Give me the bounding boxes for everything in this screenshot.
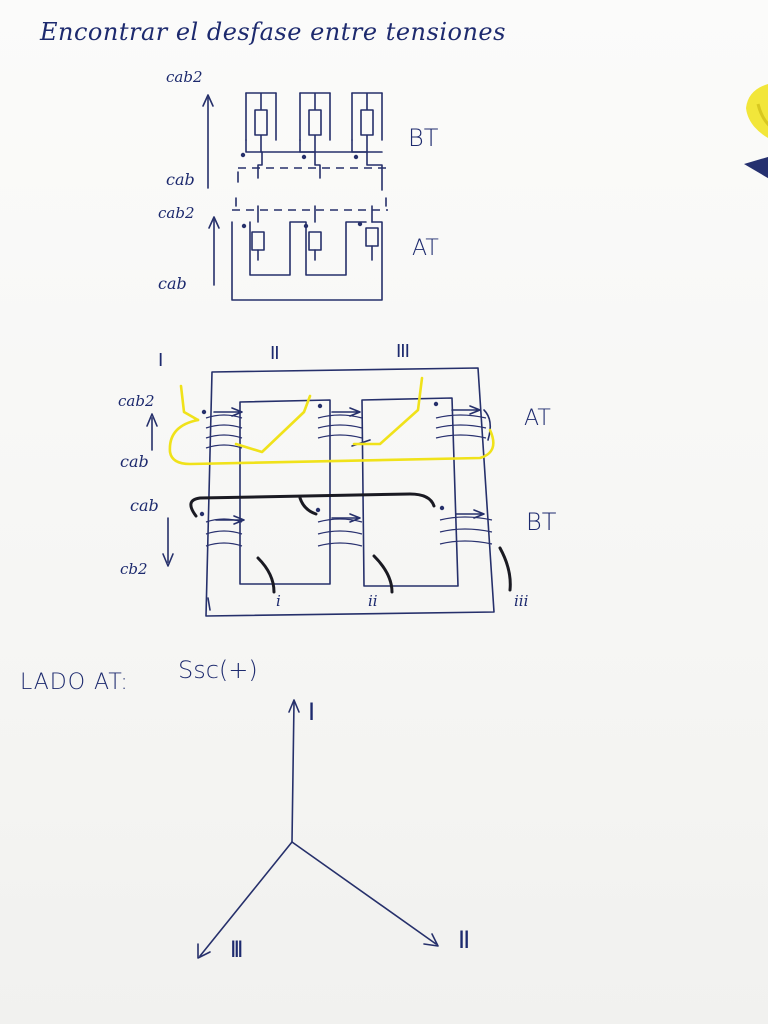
label-cb2-bt-core: cb2 xyxy=(120,560,148,578)
label-sequence: Ssc(+) xyxy=(178,656,258,684)
phasor-II xyxy=(291,841,437,945)
lead-iii xyxy=(498,546,512,592)
phasor-I xyxy=(291,701,295,843)
lead-ii xyxy=(372,554,394,594)
label-cab-at: cab xyxy=(158,274,187,293)
yellow-marker-icon xyxy=(744,84,768,179)
label-axis-II: II xyxy=(458,926,470,954)
label-cab2-core: cab2 xyxy=(118,392,155,410)
core-frame xyxy=(205,367,495,617)
label-cab2-at: cab2 xyxy=(158,204,195,222)
lead-i xyxy=(256,556,276,594)
label-col-I: I xyxy=(158,350,164,371)
page-title: Encontrar el desfase entre tensiones xyxy=(40,18,506,46)
label-out-ii: ii xyxy=(368,592,378,610)
label-bt-core: BT xyxy=(526,508,557,536)
yellow-delta-connection xyxy=(168,376,495,466)
bt-coils xyxy=(205,509,493,547)
label-out-i: i xyxy=(276,592,281,610)
label-lado-at: LADO AT: xyxy=(20,670,129,695)
label-out-iii: iii xyxy=(514,592,529,610)
label-cab-core: cab xyxy=(120,452,149,471)
label-cab2-top: cab2 xyxy=(166,68,203,86)
label-axis-III: III xyxy=(230,938,244,963)
phasor-III xyxy=(199,841,293,957)
label-bt-schematic: BT xyxy=(408,124,439,152)
label-col-III: III xyxy=(396,341,410,362)
label-axis-I: I xyxy=(308,698,316,726)
black-star-connection xyxy=(189,492,436,518)
label-cab-bt-core: cab xyxy=(130,496,159,515)
label-at-schematic: AT xyxy=(412,236,439,261)
bt-windings xyxy=(237,92,390,191)
arrow-down-bt-core xyxy=(162,517,174,567)
core-window-left xyxy=(239,399,331,585)
at-windings xyxy=(231,197,388,301)
core-window-right xyxy=(361,397,459,587)
label-cab-bt: cab xyxy=(166,170,195,189)
label-at-core: AT xyxy=(524,406,551,431)
arrow-up-at-core xyxy=(146,413,158,451)
label-col-II: II xyxy=(270,343,280,364)
